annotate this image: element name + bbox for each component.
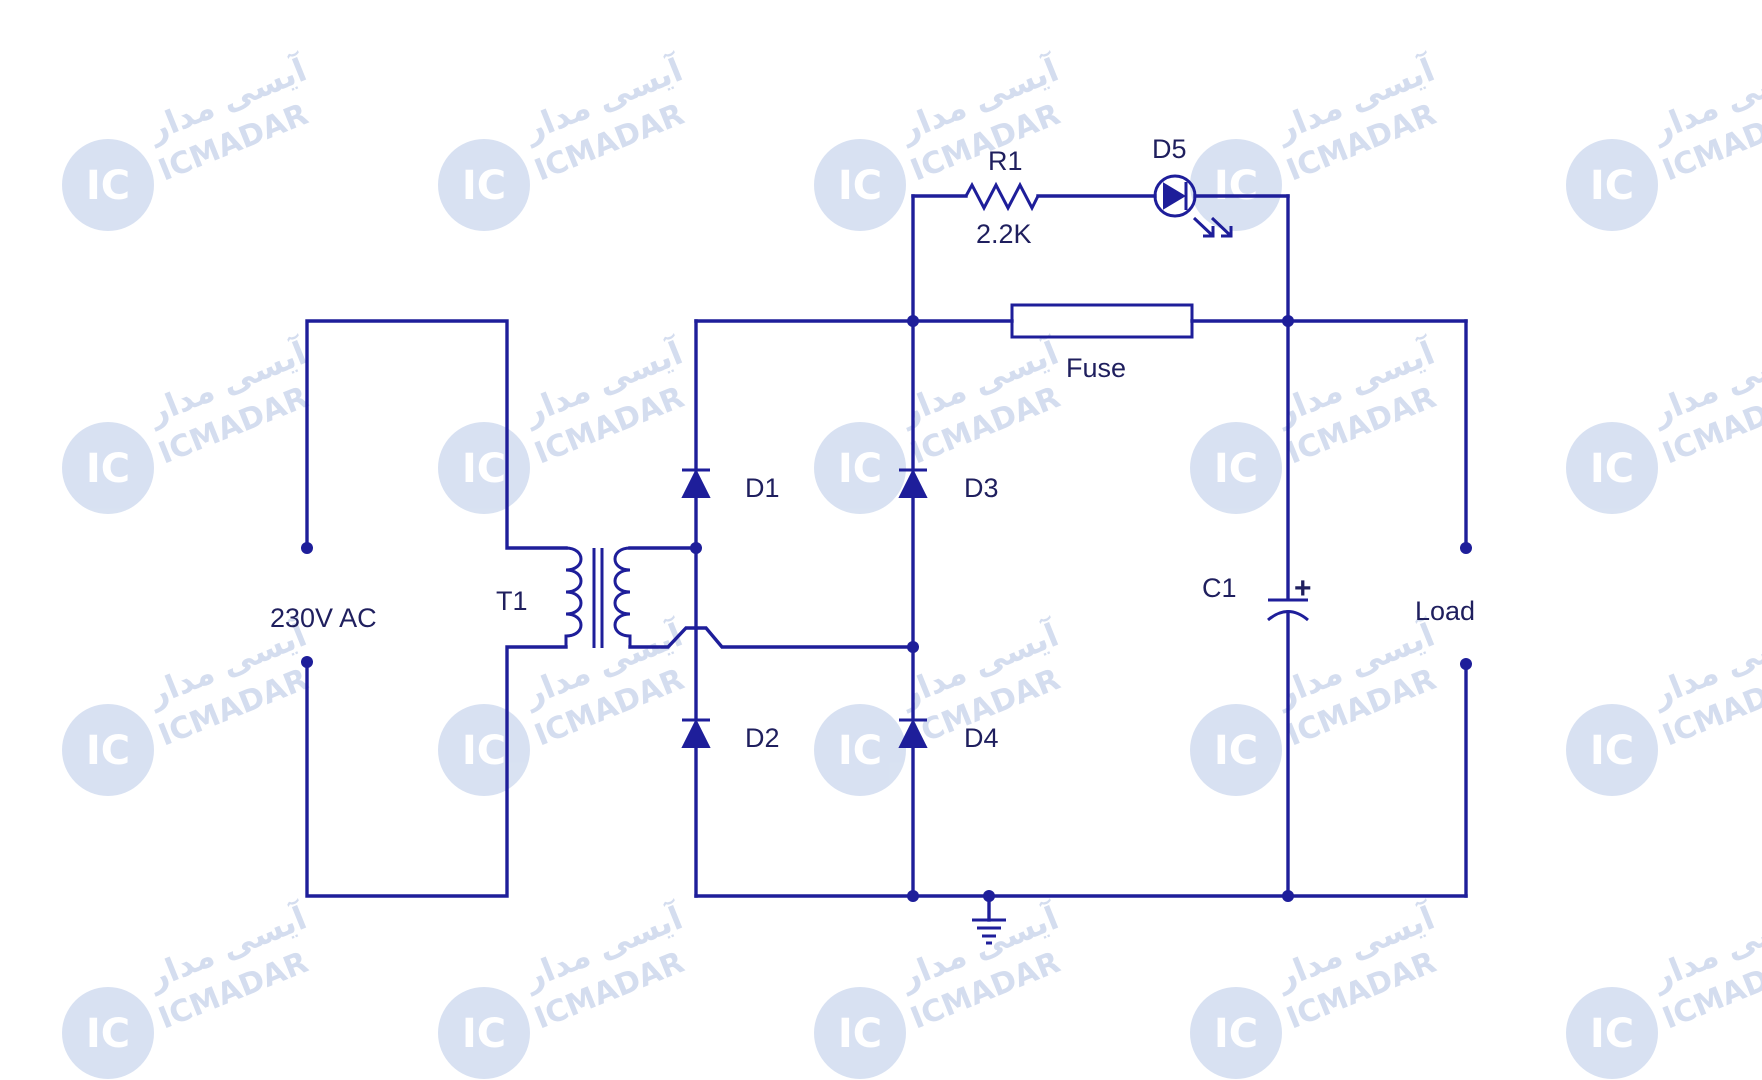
svg-text:IC: IC	[1590, 1011, 1634, 1057]
svg-text:IC: IC	[1590, 446, 1634, 492]
resistor-r1	[911, 181, 1157, 212]
svg-text:IC: IC	[462, 446, 506, 492]
ac-source	[301, 319, 568, 898]
load-terminals	[1460, 319, 1472, 898]
diode-d4	[898, 718, 928, 748]
svg-text:IC: IC	[462, 728, 506, 774]
svg-text:IC: IC	[838, 163, 882, 209]
ground-icon	[972, 890, 1006, 945]
c1-label: C1	[1202, 573, 1237, 603]
diode-d2	[681, 718, 711, 748]
d1-label: D1	[745, 473, 780, 503]
svg-text:IC: IC	[462, 163, 506, 209]
capacitor-c1	[1267, 194, 1309, 902]
transformer-t1	[564, 546, 915, 649]
svg-text:IC: IC	[838, 1011, 882, 1057]
diode-d3	[898, 468, 928, 498]
c1-polarity-label: +	[1294, 572, 1312, 605]
r1-value-label: 2.2K	[976, 219, 1032, 249]
svg-text:IC: IC	[1590, 163, 1634, 209]
svg-text:IC: IC	[1214, 728, 1258, 774]
svg-text:IC: IC	[462, 1011, 506, 1057]
svg-text:IC: IC	[838, 446, 882, 492]
bridge-right-column	[907, 194, 919, 902]
fuse	[911, 303, 1468, 339]
svg-text:IC: IC	[1214, 446, 1258, 492]
transformer-label: T1	[496, 586, 528, 616]
bridge-left-column	[690, 319, 915, 898]
svg-text:IC: IC	[1590, 728, 1634, 774]
fuse-label: Fuse	[1066, 353, 1126, 383]
svg-text:IC: IC	[838, 728, 882, 774]
source-label: 230V AC	[270, 603, 377, 633]
r1-label: R1	[988, 146, 1023, 176]
d4-label: D4	[964, 723, 999, 753]
led-d5	[1153, 174, 1290, 238]
svg-text:IC: IC	[86, 446, 130, 492]
d3-label: D3	[964, 473, 999, 503]
svg-text:IC: IC	[86, 1011, 130, 1057]
load-label: Load	[1415, 596, 1475, 626]
diode-d1	[681, 468, 711, 498]
svg-text:IC: IC	[1214, 163, 1258, 209]
svg-text:IC: IC	[86, 163, 130, 209]
d5-label: D5	[1152, 134, 1187, 164]
svg-text:IC: IC	[86, 728, 130, 774]
svg-text:IC: IC	[1214, 1011, 1258, 1057]
d2-label: D2	[745, 723, 780, 753]
